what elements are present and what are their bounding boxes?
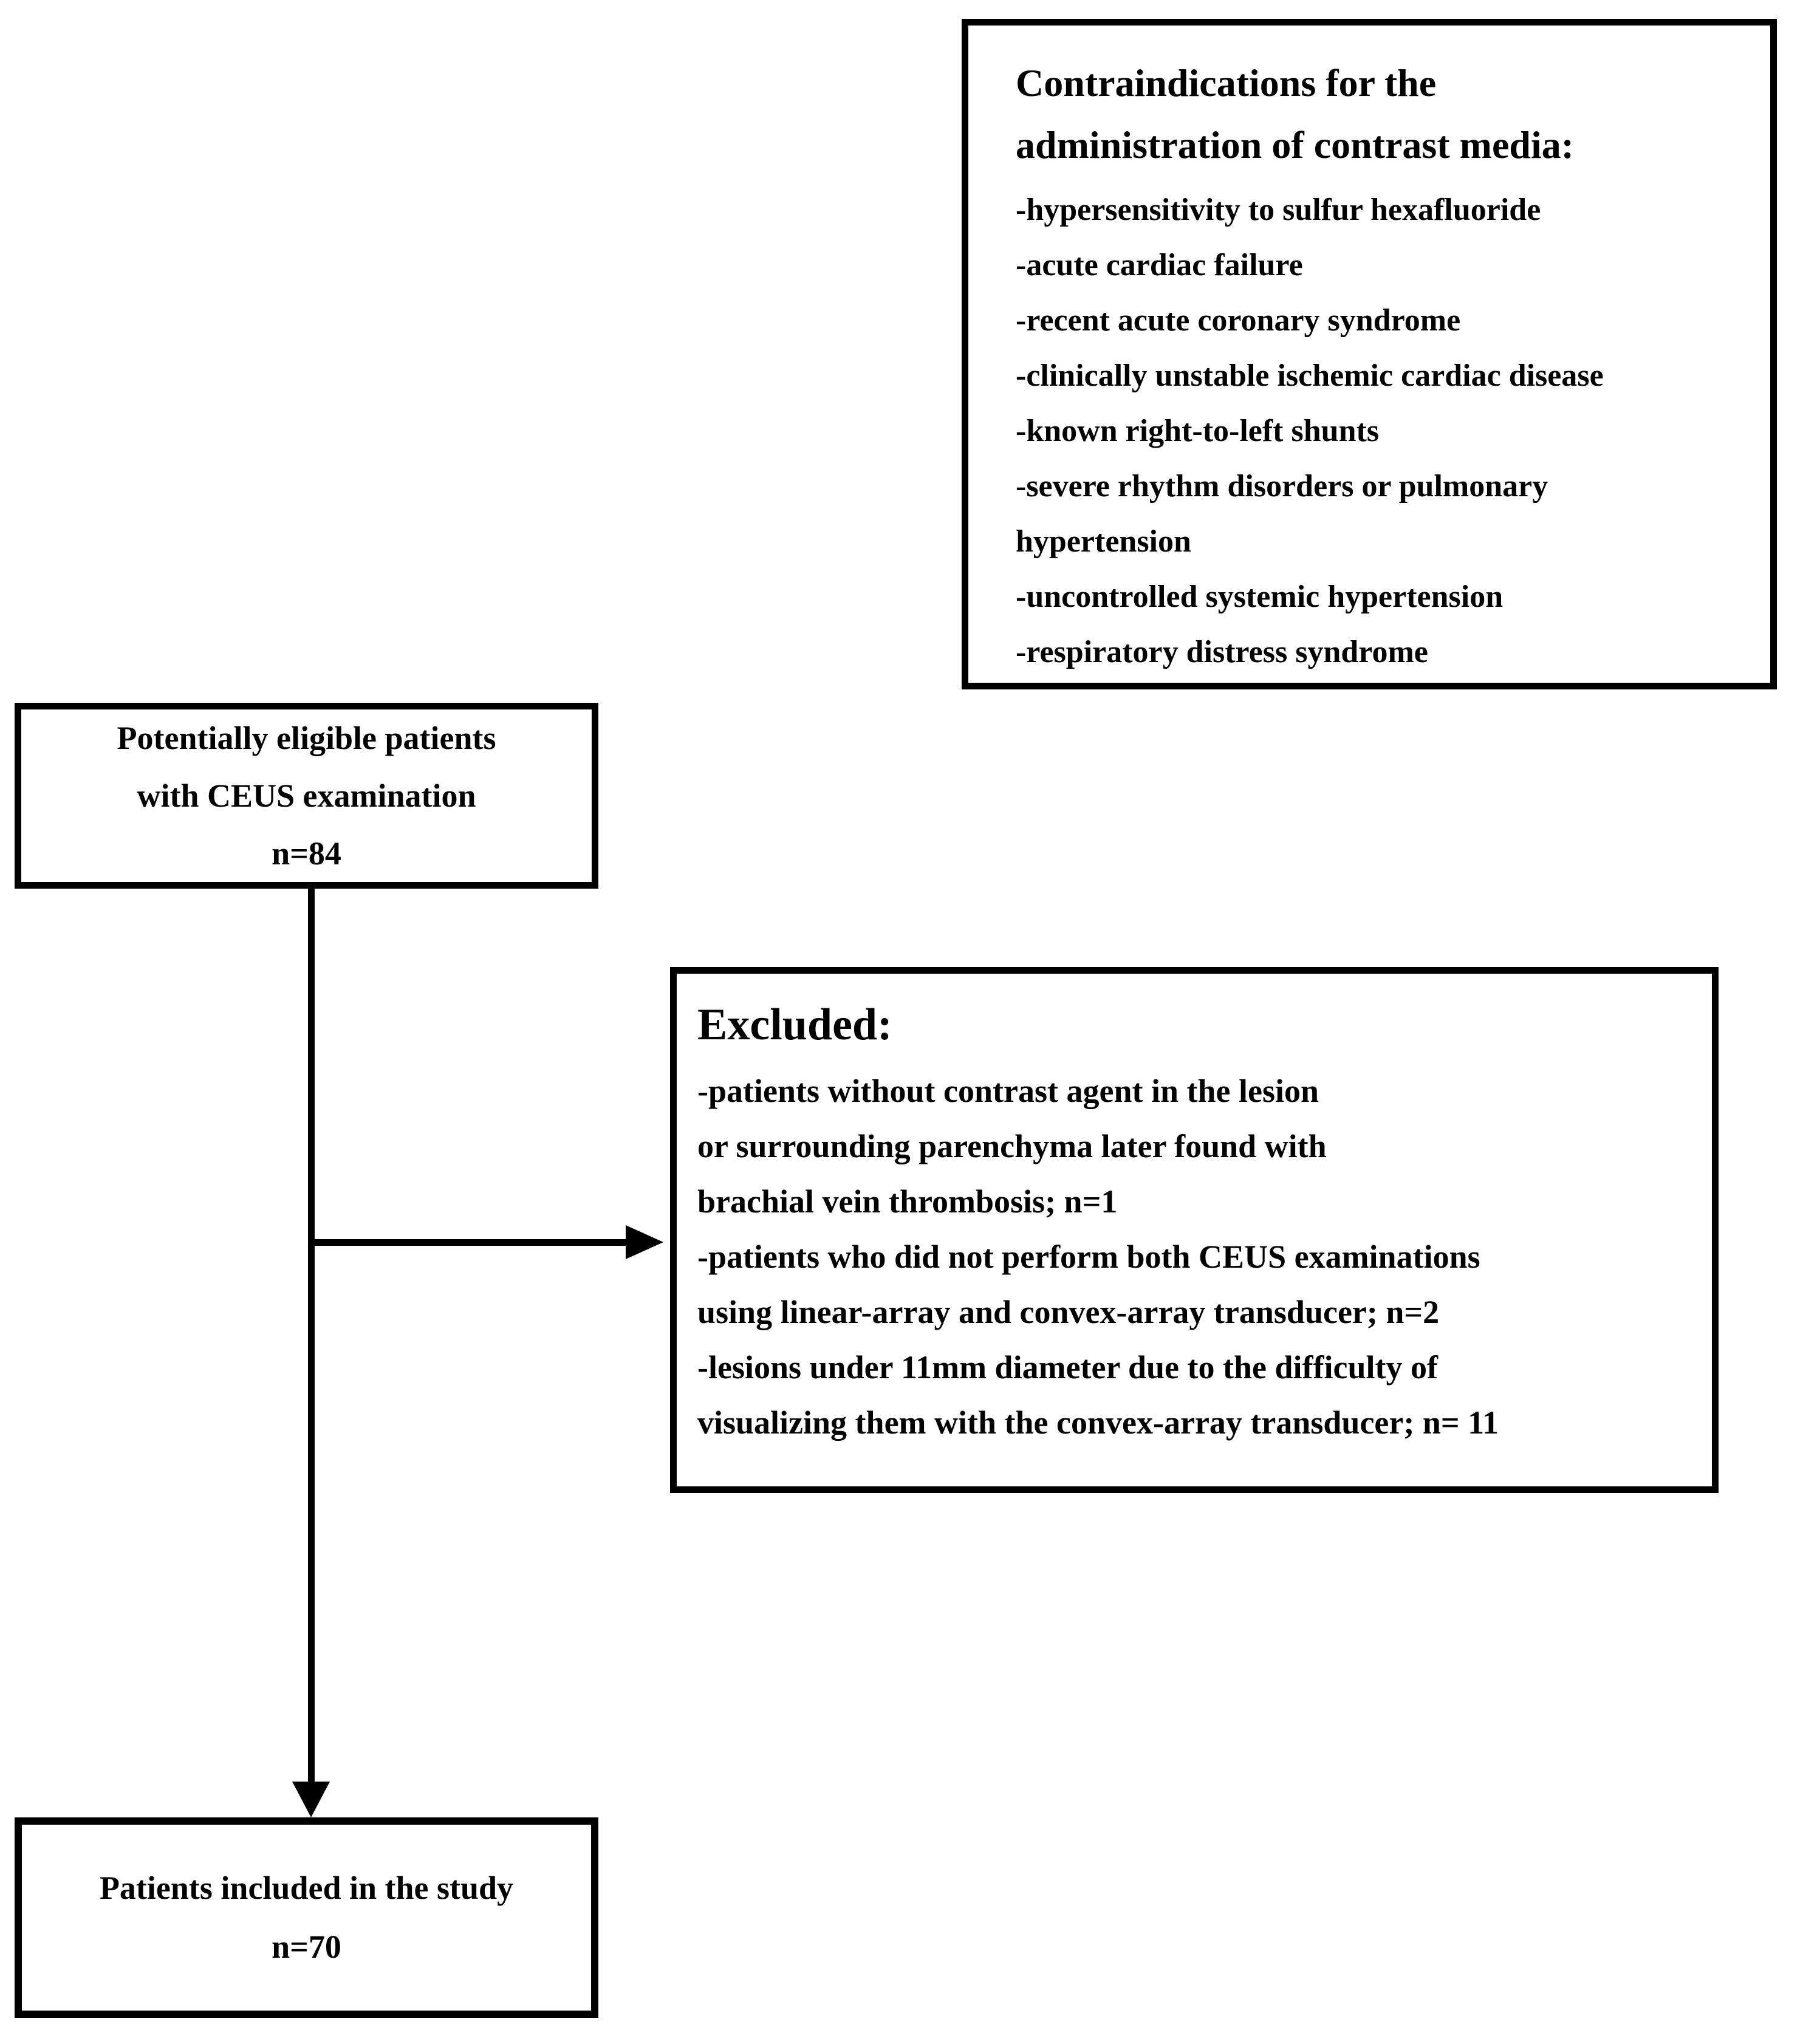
included-patients-count: n=70	[272, 1929, 341, 1965]
contraindications-item: -respiratory distress syndrome	[1016, 635, 1428, 669]
flow-line-horizontal	[311, 1239, 627, 1246]
excluded-item: visualizing them with the convex-array t…	[697, 1404, 1499, 1441]
excluded-item: or surrounding parenchyma later found wi…	[697, 1128, 1327, 1164]
contraindications-item: -uncontrolled systemic hypertension	[1016, 579, 1504, 614]
contraindications-title-line: administration of contrast media:	[1016, 123, 1575, 166]
contraindications-item: hypertension	[1016, 524, 1191, 559]
flow-line-vertical	[308, 887, 315, 1785]
contraindications-item: -known right-to-left shunts	[1016, 414, 1380, 448]
excluded-item: using linear-array and convex-array tran…	[697, 1294, 1440, 1330]
excluded-box: Excluded: -patients without contrast age…	[670, 967, 1719, 1493]
excluded-list: -patients without contrast agent in the …	[697, 1064, 1697, 1451]
contraindications-item: -severe rhythm disorders or pulmonary	[1016, 469, 1548, 504]
excluded-title: Excluded:	[697, 1000, 892, 1050]
included-patients-box: Patients included in the study n=70	[15, 1817, 598, 2018]
contraindications-list: -hypersensitivity to sulfur hexafluoride…	[1016, 182, 1752, 680]
eligible-patients-count: n=84	[272, 835, 341, 872]
excluded-item: -patients who did not perform both CEUS …	[697, 1239, 1480, 1275]
included-patients-line: Patients included in the study	[99, 1870, 514, 1906]
contraindications-item: -hypersensitivity to sulfur hexafluoride	[1016, 193, 1541, 227]
eligible-patients-box: Potentially eligible patients with CEUS …	[15, 703, 598, 889]
contraindications-box: Contraindications for the administration…	[962, 19, 1777, 689]
excluded-item: brachial vein thrombosis; n=1	[697, 1183, 1118, 1220]
arrow-down-icon	[292, 1782, 330, 1817]
contraindications-item: -acute cardiac failure	[1016, 248, 1303, 282]
excluded-item: -patients without contrast agent in the …	[697, 1073, 1319, 1109]
contraindications-item: -recent acute coronary syndrome	[1016, 303, 1461, 338]
contraindications-title: Contraindications for the administration…	[1016, 52, 1752, 176]
contraindications-item: -clinically unstable ischemic cardiac di…	[1016, 358, 1604, 393]
arrow-right-icon	[626, 1225, 663, 1259]
eligible-patients-line: Potentially eligible patients	[117, 719, 496, 756]
contraindications-title-line: Contraindications for the	[1016, 61, 1437, 104]
excluded-item: -lesions under 11mm diameter due to the …	[697, 1349, 1438, 1386]
eligible-patients-line: with CEUS examination	[137, 777, 476, 814]
